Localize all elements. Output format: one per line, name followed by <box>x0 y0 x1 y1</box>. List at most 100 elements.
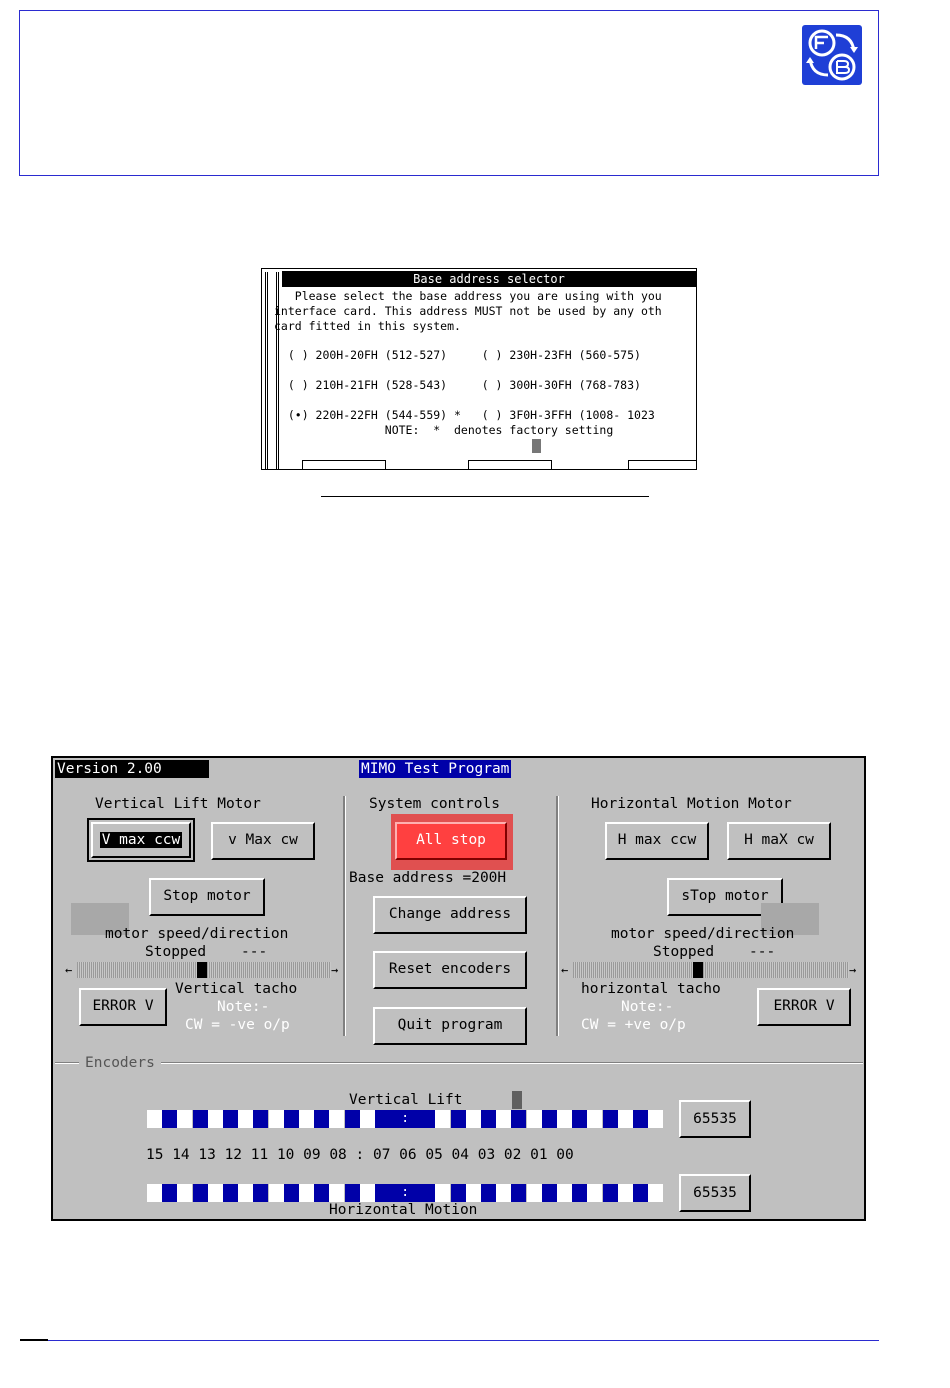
encoder-bit-cell <box>420 1184 436 1202</box>
encoder-bit-cell <box>587 1110 603 1128</box>
quit-program-button[interactable]: Quit program <box>373 1007 527 1045</box>
dialog-button-middle[interactable] <box>468 460 552 469</box>
v-stop-motor-button[interactable]: Stop motor <box>149 878 265 916</box>
encoder-bit-cell <box>314 1110 330 1128</box>
h-speed-slider-thumb[interactable] <box>693 962 703 978</box>
h-tacho-label: horizontal tacho <box>581 981 721 997</box>
encoder-bit-cell <box>633 1184 648 1202</box>
v-slider-left-arrow-icon[interactable]: ← <box>65 963 73 977</box>
encoder-bit-cell <box>344 1184 360 1202</box>
dialog-intro-line-1: Please select the base address you are u… <box>274 289 662 303</box>
text-cursor-encoder <box>512 1091 522 1109</box>
encoder-bit-cell <box>299 1184 314 1202</box>
encoder-bit-cell <box>162 1184 178 1202</box>
reset-encoders-button[interactable]: Reset encoders <box>373 951 527 989</box>
encoder-bit-cell <box>481 1184 496 1202</box>
all-stop-button[interactable]: All stop <box>395 822 507 860</box>
encoder-bit-cell <box>572 1110 588 1128</box>
encoder-bit-cell <box>253 1110 269 1128</box>
encoder-bit-cell <box>268 1184 284 1202</box>
mouse-pointer-block-right <box>761 903 819 935</box>
encoder-bit-cell <box>177 1110 193 1128</box>
encoder-bit-cell <box>526 1184 542 1202</box>
encoder-bit-cell <box>617 1184 633 1202</box>
v-max-cw-button[interactable]: v Max cw <box>211 822 315 860</box>
encoder-bit-cell <box>375 1110 390 1128</box>
encoder-bit-cell <box>238 1110 254 1128</box>
encoders-divider <box>55 1062 863 1064</box>
encoders-label: Encoders <box>79 1054 161 1072</box>
h-cw-note: CW = +ve o/p <box>581 1017 686 1033</box>
encoder-bit-cell <box>359 1110 375 1128</box>
encoder-bit-cell <box>223 1184 238 1202</box>
encoder-bit-cell <box>420 1110 436 1128</box>
v-speed-slider-thumb[interactable] <box>197 962 207 978</box>
encoder-bit-cell <box>481 1110 496 1128</box>
address-option-row-3[interactable]: (•) 220H-22FH (544-559) * ( ) 3F0H-3FFH … <box>274 408 655 422</box>
encoder-bit-cell <box>557 1110 572 1128</box>
encoder-bit-cell <box>253 1184 269 1202</box>
encoder-bit-cell <box>587 1184 603 1202</box>
encoder-bit-cell <box>435 1110 451 1128</box>
horizontal-motor-heading: Horizontal Motion Motor <box>591 796 792 812</box>
v-tacho-label: Vertical tacho <box>175 981 298 997</box>
h-max-ccw-button[interactable]: H max ccw <box>605 822 709 860</box>
v-speed-direction-label: motor speed/direction <box>105 926 289 942</box>
encoder-bit-cell <box>511 1110 527 1128</box>
dialog-button-left[interactable] <box>302 460 386 469</box>
horizontal-motion-encoder-label: Horizontal Motion <box>329 1202 478 1218</box>
encoder-bit-cell <box>344 1110 360 1128</box>
v-note-label: Note:- <box>217 999 270 1015</box>
text-cursor <box>532 439 541 453</box>
vertical-encoder-bits: : <box>147 1110 664 1128</box>
change-address-button[interactable]: Change address <box>373 896 527 934</box>
h-speed-slider[interactable] <box>573 962 849 978</box>
v-slider-right-arrow-icon[interactable]: → <box>331 963 339 977</box>
horizontal-encoder-bits: : <box>147 1184 664 1202</box>
encoder-bit-cell <box>223 1110 238 1128</box>
encoder-separator: : <box>390 1110 421 1128</box>
encoder-bit-cell <box>465 1110 481 1128</box>
encoder-bit-cell <box>375 1184 390 1202</box>
encoder-bit-cell <box>648 1110 664 1128</box>
encoder-bit-cell <box>526 1110 542 1128</box>
encoder-bit-cell <box>207 1184 223 1202</box>
h-error-indicator: ERROR V <box>757 988 851 1026</box>
encoder-bit-numbers: 15 14 13 12 11 10 09 08 : 07 06 05 04 03… <box>146 1147 574 1163</box>
fb-logo-icon <box>802 25 862 85</box>
encoder-bit-cell <box>147 1184 162 1202</box>
encoder-bit-cell <box>602 1110 618 1128</box>
encoder-bit-cell <box>283 1184 299 1202</box>
v-status-text: Stopped --- <box>145 944 268 960</box>
column-separator-left <box>343 796 346 1036</box>
v-max-ccw-button[interactable]: V max ccw <box>87 818 195 862</box>
h-max-cw-button[interactable]: H maX cw <box>727 822 831 860</box>
encoder-bit-cell <box>572 1184 588 1202</box>
dialog-frame-border <box>265 272 279 469</box>
base-address-dialog: Base address selector Please select the … <box>261 268 697 470</box>
system-controls-heading: System controls <box>369 796 500 812</box>
encoder-bit-cell <box>617 1110 633 1128</box>
encoder-bit-cell <box>162 1110 178 1128</box>
dialog-intro-line-2: interface card. This address MUST not be… <box>274 304 662 318</box>
dialog-title: Base address selector <box>282 271 696 287</box>
h-slider-right-arrow-icon[interactable]: → <box>849 963 857 977</box>
encoder-bit-cell <box>541 1110 557 1128</box>
encoder-bit-cell <box>465 1184 481 1202</box>
h-note-label: Note:- <box>621 999 674 1015</box>
vertical-motor-heading: Vertical Lift Motor <box>95 796 261 812</box>
encoder-bit-cell <box>283 1110 299 1128</box>
dialog-note: NOTE: * denotes factory setting <box>274 423 614 437</box>
v-cw-note: CW = -ve o/p <box>185 1017 290 1033</box>
vertical-encoder-value: 65535 <box>679 1100 751 1138</box>
address-option-row-1[interactable]: ( ) 200H-20FH (512-527) ( ) 230H-23FH (5… <box>274 348 641 362</box>
address-option-row-2[interactable]: ( ) 210H-21FH (528-543) ( ) 300H-30FH (7… <box>274 378 641 392</box>
encoder-bit-cell <box>329 1184 345 1202</box>
h-status-text: Stopped --- <box>653 944 776 960</box>
h-slider-left-arrow-icon[interactable]: ← <box>561 963 569 977</box>
mouse-pointer-block <box>71 903 129 935</box>
encoder-bit-cell <box>329 1110 345 1128</box>
footer-rule <box>20 1340 879 1341</box>
dialog-button-right[interactable] <box>628 460 696 469</box>
v-error-indicator: ERROR V <box>79 988 167 1026</box>
